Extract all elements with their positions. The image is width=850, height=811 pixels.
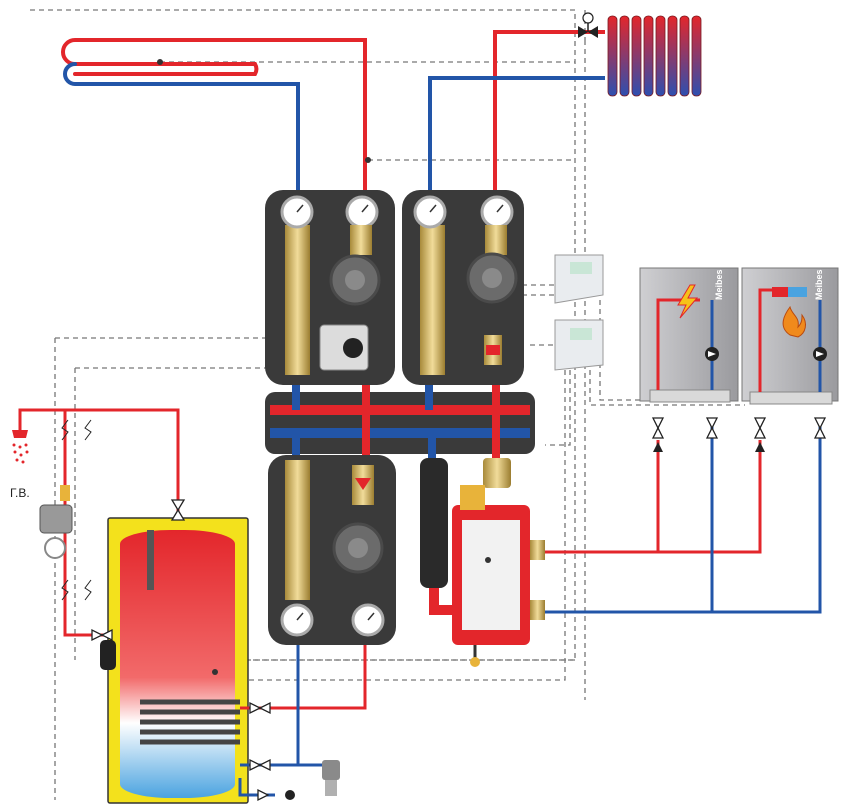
pump-group-dhw <box>268 455 396 645</box>
room-controller <box>554 254 604 304</box>
pump-group-mixing-valve <box>265 190 395 385</box>
underfloor-heating-loop <box>61 38 367 197</box>
boiler-brand-label: Meibes <box>814 269 824 300</box>
heating-controller <box>554 319 604 371</box>
thermostatic-mixer <box>39 485 73 559</box>
shower-icon <box>12 430 29 464</box>
lightning-icon <box>677 284 699 319</box>
flame-icon <box>782 305 806 338</box>
shutoff-valve-icon <box>91 499 271 802</box>
hot-water-label: Г.В. <box>10 486 30 500</box>
boiler-brand-label: Meibes <box>714 269 724 300</box>
thermostatic-valve-icon <box>578 12 598 38</box>
check-valve-icon <box>653 442 765 452</box>
hydraulic-separator <box>420 458 545 667</box>
control-node <box>157 59 163 65</box>
radiator-icon <box>607 15 702 97</box>
pump-group-direct <box>402 190 524 385</box>
safety-valve <box>285 760 340 800</box>
control-node <box>365 157 371 163</box>
distribution-manifold <box>265 385 535 460</box>
radiator-pipes <box>428 30 605 195</box>
boiler-connection-pipes <box>545 420 822 614</box>
shutoff-valve-icon <box>651 417 827 439</box>
pipe-break-marker <box>61 419 92 601</box>
hot-water-tank <box>100 517 249 804</box>
